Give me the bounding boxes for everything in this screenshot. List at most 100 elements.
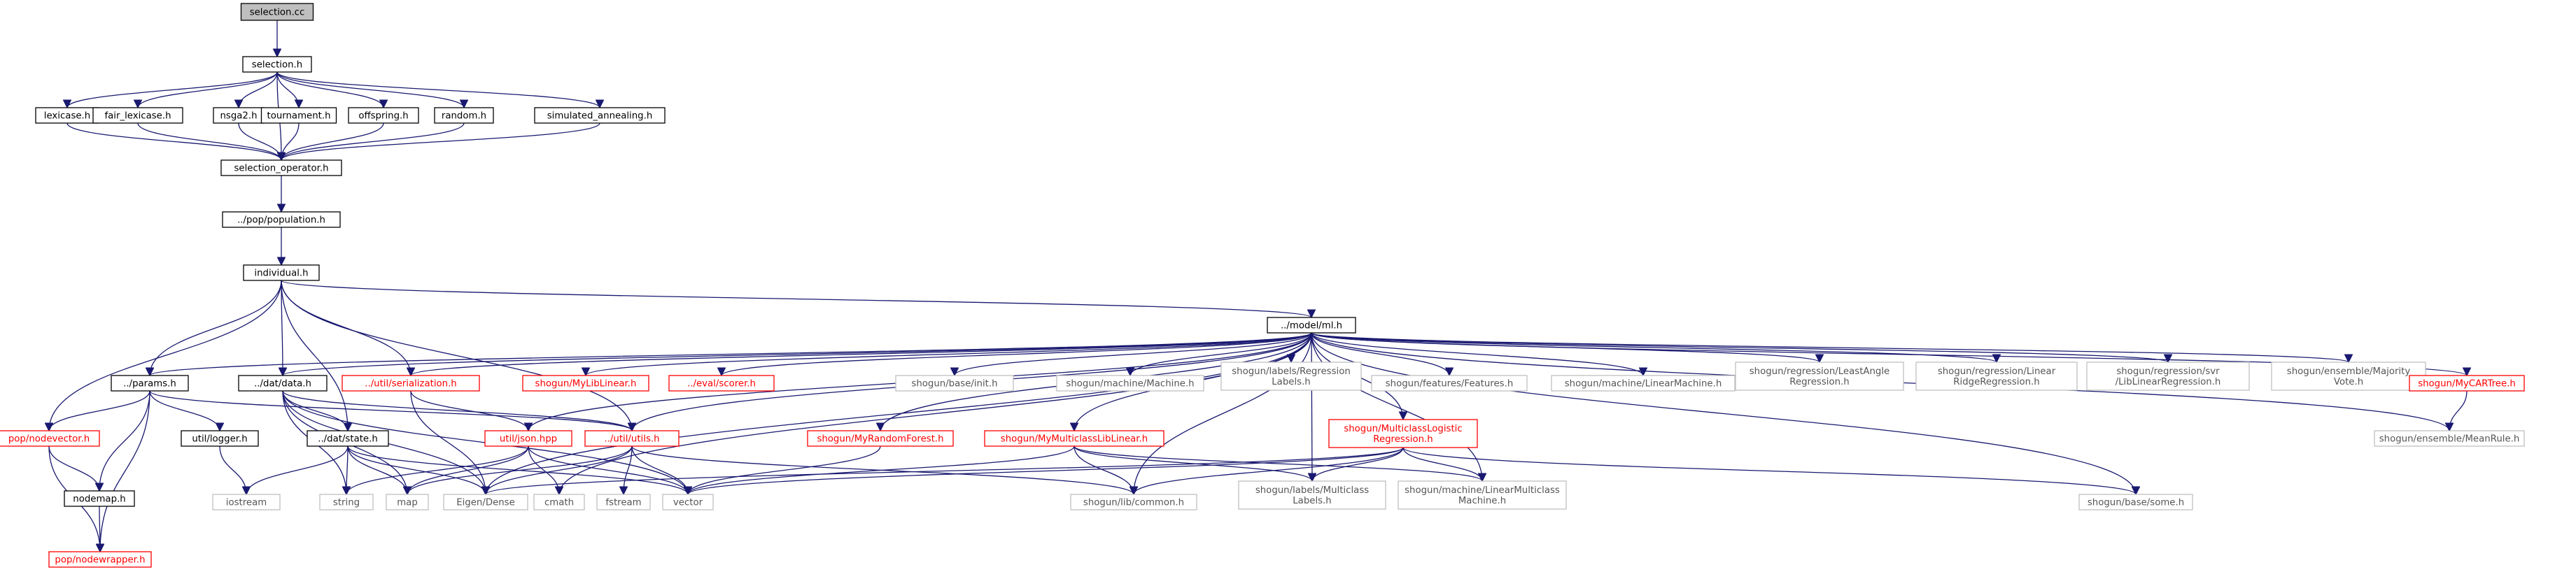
edge-mymulticlassliblinear_h-to-vector [688, 445, 1075, 495]
node-label: shogun/regression/svr [2116, 366, 2220, 377]
node-box [2374, 430, 2525, 447]
node-params-h[interactable]: ../params.h [111, 375, 189, 392]
node-box [534, 107, 666, 124]
node-box [1735, 362, 1904, 391]
node-simulated-annealing-h[interactable]: simulated_annealing.h [534, 107, 666, 124]
node-label: map [397, 498, 418, 508]
node-population-h[interactable]: ../pop/population.h [222, 211, 341, 228]
node-label: shogun/MyLibLinear.h [535, 379, 637, 389]
edge-tournament_h-to-selection_operator_h [281, 122, 300, 160]
node-some-h[interactable]: shogun/base/some.h [2078, 494, 2193, 510]
node-label: ../util/utils.h [604, 434, 659, 445]
edge-logger_h-to-iostream [219, 445, 246, 494]
node-box [220, 159, 342, 176]
node-fstream[interactable]: fstream [596, 494, 651, 510]
edge-multiclass_logistic_h-to-eigen_dense [486, 447, 1404, 495]
node-box [2271, 362, 2426, 391]
node-nsga2-h[interactable]: nsga2.h [213, 107, 265, 124]
node-box [260, 107, 337, 124]
node-serialization-h[interactable]: ../util/serialization.h [342, 375, 480, 392]
node-liblinear-regression-h[interactable]: shogun/regression/svr/LibLinearRegressio… [2086, 362, 2250, 391]
edge-simulated_annealing_h-to-selection_operator_h [281, 122, 600, 161]
node-label: selection_operator.h [234, 164, 328, 174]
node-box [584, 430, 680, 447]
node-box [181, 430, 259, 447]
node-label: pop/nodevector.h [8, 434, 90, 445]
node-selection-cc[interactable]: selection.cc [240, 3, 314, 21]
node-scorer-h[interactable]: ../eval/scorer.h [668, 375, 775, 392]
node-label: shogun/machine/LinearMulticlass [1405, 485, 1560, 496]
node-mymulticlassliblinear-h[interactable]: shogun/MyMulticlassLibLinear.h [984, 430, 1164, 447]
node-label: selection.cc [250, 8, 305, 18]
edge-fair_lexicase_h-to-selection_operator_h [137, 122, 281, 161]
node-random-h[interactable]: random.h [434, 107, 494, 124]
edge-ml_h-to-multiclass_labels_h [1311, 332, 1312, 481]
edge-nodemap_h-to-nodewrapper_h [99, 506, 100, 552]
node-logger-h[interactable]: util/logger.h [181, 430, 259, 447]
edge-utils_h-to-eigen_dense [486, 445, 633, 495]
node-label: shogun/regression/Linear [1938, 366, 2056, 377]
node-vector[interactable]: vector [662, 494, 714, 510]
node-iostream[interactable]: iostream [212, 494, 281, 510]
node-label: offspring.h [358, 111, 408, 122]
node-lexicase-h[interactable]: lexicase.h [35, 107, 99, 124]
node-label: shogun/features/Features.h [1386, 379, 1514, 389]
node-box [443, 494, 528, 510]
node-map[interactable]: map [386, 494, 429, 510]
node-label: shogun/base/init.h [911, 379, 997, 389]
node-linear-ridge-h[interactable]: shogun/regression/LinearRidgeRegression.… [1915, 362, 2078, 391]
node-selection-operator-h[interactable]: selection_operator.h [220, 159, 342, 176]
node-label: shogun/MyMulticlassLibLinear.h [1001, 434, 1148, 445]
node-label: simulated_annealing.h [547, 111, 653, 122]
node-utils-h[interactable]: ../util/utils.h [584, 430, 680, 447]
node-selection-h[interactable]: selection.h [242, 56, 312, 73]
node-box [0, 430, 100, 447]
edge-selection_h-to-simulated_annealing_h [276, 71, 600, 108]
node-data-h[interactable]: ../dat/data.h [238, 375, 328, 392]
node-string[interactable]: string [319, 494, 374, 510]
node-label: shogun/labels/Regression [1232, 366, 1351, 377]
node-fair-lexicase-h[interactable]: fair_lexicase.h [92, 107, 183, 124]
node-linear-machine-h[interactable]: shogun/machine/LinearMachine.h [1551, 375, 1736, 392]
node-tournament-h[interactable]: tournament.h [260, 107, 337, 124]
node-box [1371, 375, 1528, 392]
node-box [2078, 494, 2193, 510]
node-label: RidgeRegression.h [1953, 377, 2039, 387]
node-meanrule-h[interactable]: shogun/ensemble/MeanRule.h [2374, 430, 2525, 447]
edge-random_h-to-selection_operator_h [281, 122, 465, 161]
node-label: ../params.h [123, 379, 176, 389]
node-common-h[interactable]: shogun/lib/common.h [1070, 494, 1197, 510]
node-machine-h[interactable]: shogun/machine/Machine.h [1056, 375, 1204, 392]
node-nodevector-h[interactable]: pop/nodevector.h [0, 430, 100, 447]
node-box [240, 3, 314, 21]
edge-multiclass_logistic_h-to-some_h [1402, 447, 2136, 495]
node-ml-h[interactable]: ../model/ml.h [1267, 317, 1356, 334]
node-init-h[interactable]: shogun/base/init.h [895, 375, 1014, 392]
node-label: Eigen/Dense [456, 498, 515, 508]
node-mylibliner-h[interactable]: shogun/MyLibLinear.h [522, 375, 649, 392]
node-state-h[interactable]: ../dat/state.h [307, 430, 389, 447]
node-eigen-dense[interactable]: Eigen/Dense [443, 494, 528, 510]
node-myrandomforest-h[interactable]: shogun/MyRandomForest.h [807, 430, 954, 447]
node-nodewrapper-h[interactable]: pop/nodewrapper.h [48, 551, 152, 568]
node-label: ../model/ml.h [1281, 321, 1342, 331]
node-features-h[interactable]: shogun/features/Features.h [1371, 375, 1528, 392]
edge-individual_h-to-params_h [150, 280, 282, 376]
node-json-hpp[interactable]: util/json.hpp [484, 430, 572, 447]
node-box [522, 375, 649, 392]
node-individual-h[interactable]: individual.h [243, 264, 320, 281]
node-cmath[interactable]: cmath [533, 494, 585, 510]
node-offspring-h[interactable]: offspring.h [348, 107, 419, 124]
node-nodemap-h[interactable]: nodemap.h [64, 490, 135, 507]
node-box [92, 107, 183, 124]
edge-state_h-to-iostream [246, 445, 349, 495]
node-mycartree-h[interactable]: shogun/MyCARTree.h [2409, 375, 2525, 392]
edge-offspring_h-to-selection_operator_h [281, 122, 384, 161]
